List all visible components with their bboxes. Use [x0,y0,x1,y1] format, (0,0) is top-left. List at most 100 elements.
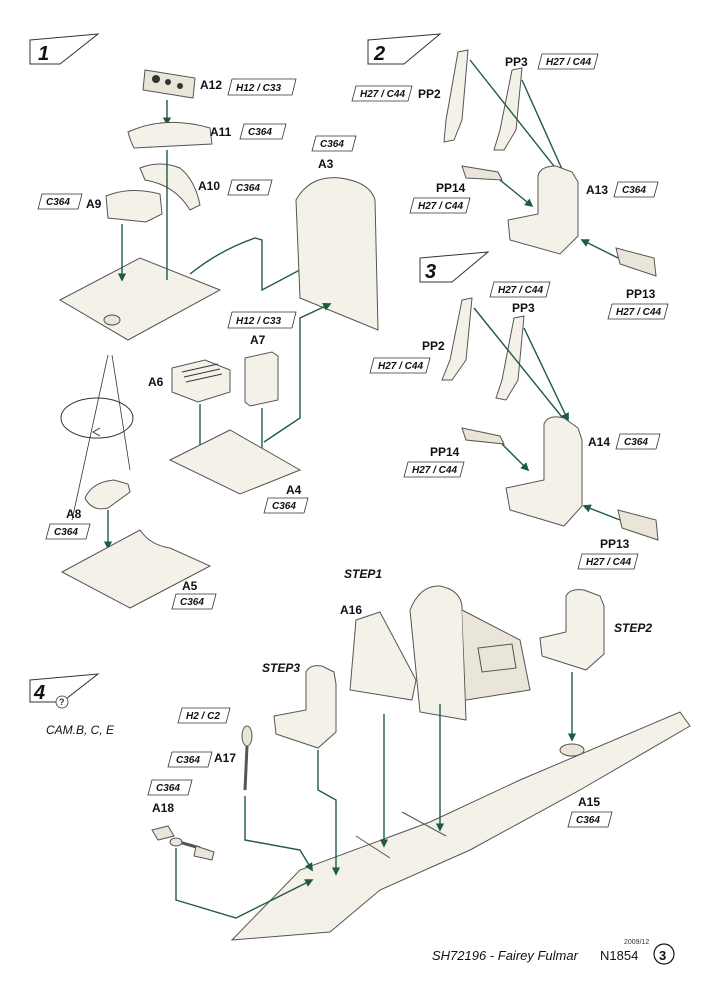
color-pp3-s3: H27 / C44 [498,285,543,296]
color-box-a7: H12 / C33 [227,311,297,329]
step-1-base-plate [58,257,222,341]
label-a15: A15 [578,795,600,809]
color-box-a11: C364 [239,123,287,140]
color-a5: C364 [180,597,204,608]
label-a13: A13 [586,183,608,197]
color-box-a14: C364 [615,433,661,450]
page-number-circle-icon: 3 [653,943,675,965]
label-a10: A10 [198,179,220,193]
step-flag-icon [367,33,442,65]
step-3-flag: 3 [419,251,490,283]
part-a8-shape [84,479,131,510]
part-a5-shape [60,529,212,609]
label-pp2-s2: PP2 [418,87,441,101]
step-4-assembly: STEP1 STEP2 STEP3 ? CAM.B, C, E A15 C364… [46,567,691,941]
part-a15-shape [230,711,691,941]
part-a4-shape [168,429,302,495]
part-pp3-strap-s3 [495,315,525,401]
color-box-a17-b: H2 / C2 [177,707,231,724]
color-a17-b: H2 / C2 [186,711,220,722]
color-box-pp13-s3: H27 / C44 [577,553,639,570]
color-a10: C364 [236,183,260,194]
step-1-assembly: A12 H12 / C33 A11 C364 A10 C364 A9 C364 [37,69,379,610]
part-pp2-strap [443,49,469,143]
label-a4: A4 [286,483,302,497]
label-pp3-s3: PP3 [512,301,535,315]
step-3-number: 3 [425,261,436,283]
step-2-seat [539,589,605,671]
color-pp13-s2: H27 / C44 [616,307,661,318]
step-4-number: 4 [33,682,45,704]
color-a15: C364 [576,815,600,826]
color-box-a13: C364 [613,181,659,198]
color-box-pp14-s3: H27 / C44 [403,461,465,478]
color-box-a9: C364 [37,193,83,210]
ref-step2: STEP2 [614,621,652,635]
color-box-pp13-s2: H27 / C44 [607,303,669,320]
color-box-a17: C364 [167,751,213,768]
part-a9-shape [105,190,163,223]
ref-step3: STEP3 [262,661,300,675]
part-pp13-s3 [617,509,659,541]
color-box-pp3-s3: H27 / C44 [489,281,551,298]
color-box-pp14-s2: H27 / C44 [409,197,471,214]
color-a3: C364 [320,139,344,150]
part-a11-shape [127,121,213,149]
color-box-a15: C364 [567,811,613,828]
color-a14: C364 [624,437,648,448]
color-a4: C364 [272,501,296,512]
footer-title: SH72196 - Fairey Fulmar [432,948,579,963]
label-a5: A5 [182,579,198,593]
color-pp2-s3: H27 / C44 [378,361,423,372]
color-pp14-s2: H27 / C44 [418,201,463,212]
label-a12: A12 [200,78,222,92]
footer-serial: N1854 [600,948,638,963]
step-3-seat [273,665,337,749]
color-a11: C364 [248,127,272,138]
label-a18: A18 [152,801,174,815]
color-box-pp2-s2: H27 / C44 [351,85,413,102]
step-3-assembly: PP2 H27 / C44 H27 / C44 PP3 PP14 H27 / C… [369,281,661,570]
part-pp14-s3 [461,427,505,445]
label-pp14-s3: PP14 [430,445,460,459]
part-a7-shape [244,351,279,407]
color-pp14-s3: H27 / C44 [412,465,457,476]
part-a16-shape [349,611,417,701]
color-box-a4: C364 [263,497,309,514]
color-box-a3: C364 [311,135,357,152]
color-a7: H12 / C33 [236,316,281,327]
label-pp2-s3: PP2 [422,339,445,353]
part-pp14-s2 [461,165,503,181]
rotate-arrow-icon [60,397,134,439]
label-a14: A14 [588,435,610,449]
color-box-a8: C364 [45,523,91,540]
part-a13-shape [507,165,579,255]
color-pp3-s2: H27 / C44 [546,57,591,68]
footer-page: 3 [659,948,666,963]
label-a11: A11 [210,125,232,139]
color-a17: C364 [176,755,200,766]
color-a12: H12 / C33 [236,83,281,94]
color-a18: C364 [156,783,180,794]
color-a13: C364 [622,185,646,196]
part-a3-shape [295,177,379,331]
label-a16: A16 [340,603,362,617]
color-box-a5: C364 [171,593,217,610]
label-a6: A6 [148,375,164,389]
part-a6-shape [171,359,231,403]
label-pp3-s2: PP3 [505,55,528,69]
step-2-flag: 2 [367,33,442,65]
step-1-flag: 1 [29,33,100,65]
label-a17: A17 [214,751,236,765]
color-box-a10: C364 [227,179,273,196]
question-info-icon: ? [55,695,69,709]
label-pp13-s3: PP13 [600,537,630,551]
label-pp14-s2: PP14 [436,181,466,195]
color-box-pp2-s3: H27 / C44 [369,357,431,374]
color-box-a12: H12 / C33 [227,78,297,96]
step-2-number: 2 [373,43,385,65]
label-a8: A8 [66,507,82,521]
step-2-assembly: PP2 H27 / C44 PP3 H27 / C44 PP14 H27 / C… [351,49,669,320]
step-1-number: 1 [38,43,49,65]
part-a14-shape [505,416,583,527]
